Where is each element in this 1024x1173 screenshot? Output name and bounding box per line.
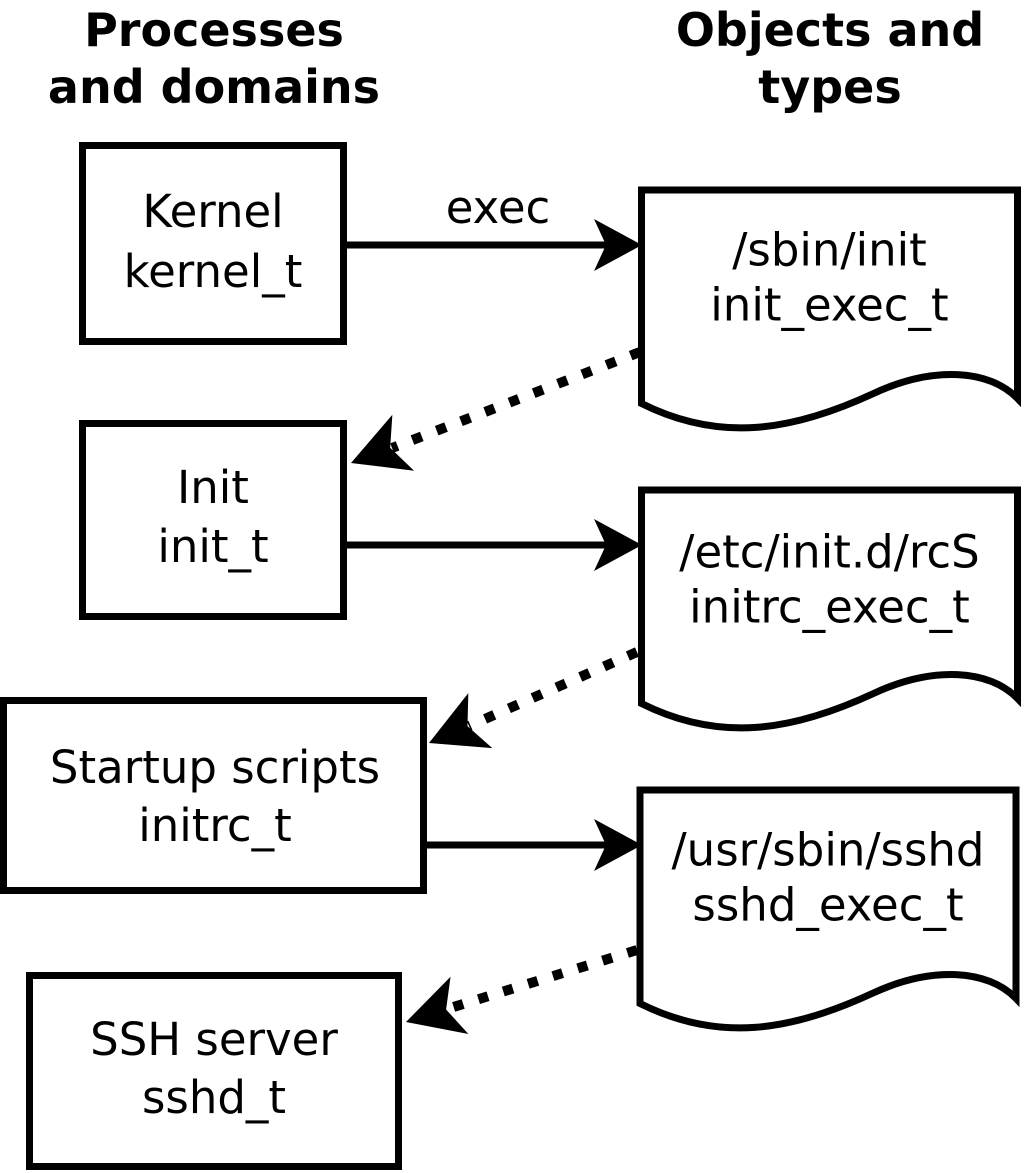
heading-objects-line2: types: [758, 60, 901, 114]
object-doc-sbin-init: /sbin/init init_exec_t: [638, 186, 1021, 432]
process-name: Init: [177, 461, 249, 514]
process-type: sshd_t: [142, 1071, 286, 1124]
arrow-init-to-rcs: [345, 519, 642, 571]
process-name: Startup scripts: [50, 741, 380, 794]
process-box-rect: [79, 142, 347, 345]
arrowhead-icon: [406, 976, 469, 1034]
object-type: init_exec_t: [710, 279, 948, 332]
dotted-line: [390, 347, 642, 453]
arrowhead-icon: [429, 693, 493, 749]
object-path: /usr/sbin/sshd: [672, 824, 985, 877]
dotted-line: [466, 647, 640, 731]
process-box-init: Init init_t: [79, 420, 347, 620]
process-type: kernel_t: [124, 245, 303, 298]
process-type: initrc_t: [138, 799, 292, 852]
arrow-initrc-to-sshd: [425, 819, 642, 871]
object-path: /sbin/init: [732, 224, 927, 277]
object-doc-etc-initd-rcs: /etc/init.d/rcS initrc_exec_t: [638, 486, 1021, 732]
dotted-arrow-sshd-exec-to-sshd: [406, 945, 639, 1034]
object-path: /etc/init.d/rcS: [679, 526, 979, 579]
process-box-startup-scripts: Startup scripts initrc_t: [0, 697, 427, 894]
exec-arrow-label: exec: [446, 181, 551, 234]
arrowhead-icon: [351, 414, 415, 471]
arrowhead-icon: [594, 219, 642, 271]
dotted-arrow-sbin-init-to-init: [351, 347, 642, 471]
arrow-kernel-to-sbin-init: exec: [345, 181, 642, 271]
process-box-rect: [79, 420, 347, 620]
document-shape: [636, 786, 1020, 1032]
process-name: Kernel: [142, 185, 283, 238]
arrowhead-icon: [594, 819, 642, 871]
process-box-ssh-server: SSH server sshd_t: [26, 972, 402, 1170]
process-name: SSH server: [90, 1013, 338, 1066]
object-type: sshd_exec_t: [692, 879, 963, 932]
heading-processes-line1: Processes: [84, 3, 344, 57]
process-box-kernel: Kernel kernel_t: [79, 142, 347, 345]
process-box-rect: [0, 697, 427, 894]
heading-objects-line1: Objects and: [676, 3, 984, 57]
document-shape: [638, 486, 1021, 732]
object-type: initrc_exec_t: [689, 581, 970, 634]
process-box-rect: [26, 972, 402, 1170]
process-type: init_t: [157, 520, 268, 573]
arrowhead-icon: [594, 519, 642, 571]
dotted-arrow-rcs-to-initrc: [429, 647, 640, 749]
document-shape: [638, 186, 1021, 432]
object-doc-usr-sbin-sshd: /usr/sbin/sshd sshd_exec_t: [636, 786, 1020, 1032]
heading-processes-line2: and domains: [48, 60, 380, 114]
dotted-line: [445, 945, 639, 1014]
